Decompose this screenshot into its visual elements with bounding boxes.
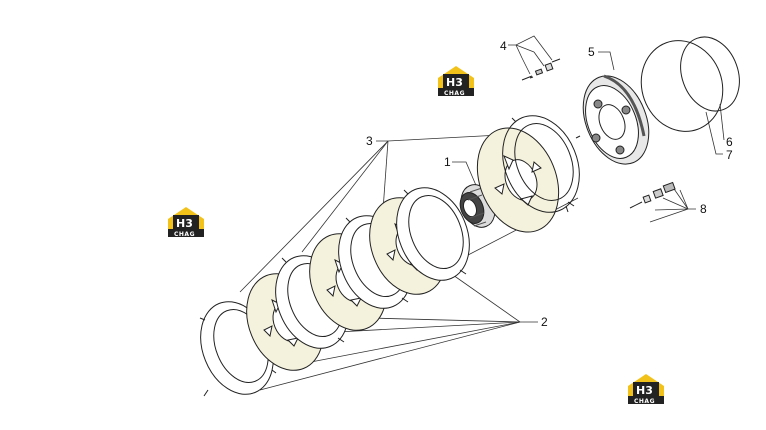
callout-1: 1 (444, 155, 451, 169)
piston (582, 74, 650, 165)
spring-set-8 (629, 181, 676, 209)
svg-text:H3: H3 (176, 217, 193, 230)
callout-6: 6 (726, 135, 733, 149)
svg-text:H3: H3 (636, 384, 653, 397)
brand-logo: H3 CHAG (628, 374, 664, 405)
steel-plate (502, 115, 581, 213)
leader-lines (239, 35, 725, 391)
callout-8: 8 (700, 202, 707, 216)
callout-labels: 1 2 3 4 5 6 7 8 (366, 39, 733, 329)
svg-text:CHAG: CHAG (444, 90, 465, 97)
spring-set-4 (521, 58, 561, 81)
callout-3: 3 (366, 134, 373, 148)
seal-rings (640, 36, 740, 132)
svg-text:CHAG: CHAG (174, 231, 195, 238)
callout-5: 5 (588, 45, 595, 59)
clutch-pack (199, 36, 740, 397)
callout-2: 2 (541, 315, 548, 329)
callout-7: 7 (726, 148, 733, 162)
friction-disc (476, 127, 560, 233)
brand-logo: H3 CHAG (438, 66, 474, 97)
svg-text:H3: H3 (446, 76, 463, 89)
brand-logo: H3 CHAG (168, 207, 204, 238)
svg-text:CHAG: CHAG (634, 398, 655, 405)
steel-plate (396, 187, 471, 281)
callout-4: 4 (500, 39, 507, 53)
